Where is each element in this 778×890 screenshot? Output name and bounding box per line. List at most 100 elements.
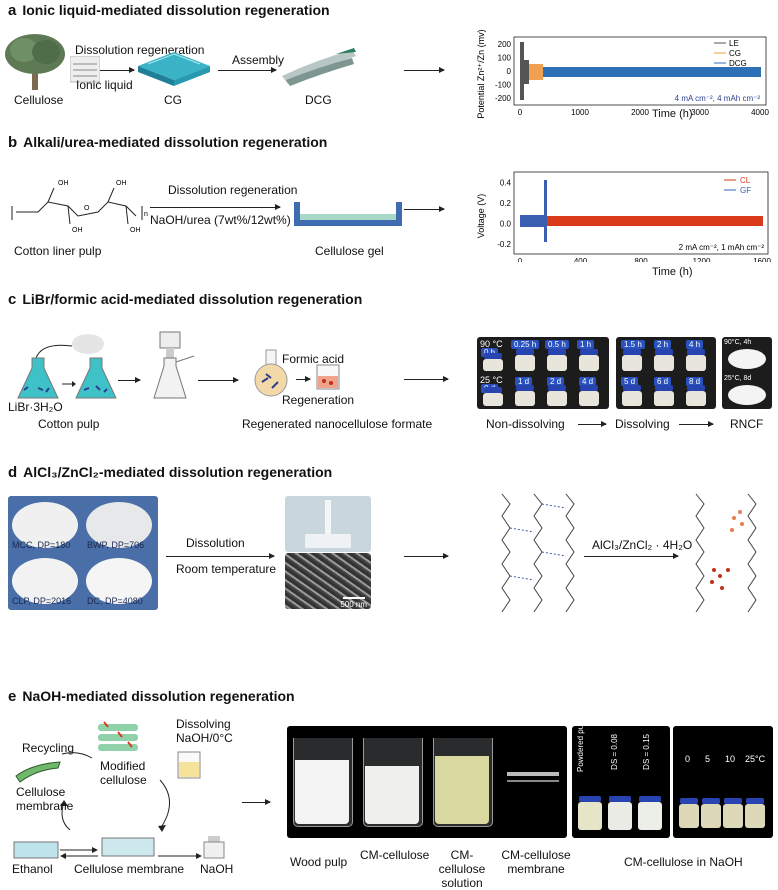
non-dissolving-label: Non-dissolving [486,417,565,431]
x-tick-label: 3000 [691,108,709,117]
cotton-liner-pulp-label: Cotton liner pulp [14,244,102,258]
naoh-label: NaOH [200,862,234,876]
legend-le: LE [729,39,739,48]
beaker-image [316,364,340,390]
y-tick-label: 0.2 [500,199,512,208]
x-tick-label: 2000 [631,108,649,117]
legend-cl: CL [740,176,751,185]
x-tick-label: 4000 [751,108,769,117]
sample-label: DC, DP=4080 [87,596,143,606]
rncf-label: RNCF [730,417,764,431]
arrow [296,376,311,382]
chart-a-ylabel: Potential Zn²⁺/Zn (mv) [476,30,486,119]
svg-text:OH: OH [58,180,69,187]
x-tick-label: 400 [574,257,588,262]
dcg-film-image [282,48,356,86]
cellulose-label: Cellulose [14,93,64,107]
time-tag: 1 h [577,340,595,349]
panel-letter: d [8,464,18,481]
arrow [679,421,714,427]
arrow [100,67,135,73]
cm-cellulose-photo-strip [287,726,567,838]
panel-letter: e [8,688,17,705]
y-tick-label: -0.2 [497,240,511,249]
time-tag: 4 h [686,340,704,349]
scale-bar-label: 500 nm [340,600,367,609]
legend-cg: CG [729,49,741,58]
cellulose-membrane-label: Cellulose membrane [16,785,74,813]
jar-label: DS = 0.08 [610,734,619,770]
ethanol-dish-image [13,841,59,859]
arrow [118,377,141,383]
time-tag: 6 d [654,377,672,386]
svg-text:n: n [144,211,148,218]
cellulose-tree-image [5,34,65,90]
dissolving-label: Dissolving [615,417,670,431]
modified-cellulose-label: Modified cellulose [100,759,147,787]
time-tag: 2 h [654,340,672,349]
x-tick-label: 0 [518,257,523,262]
chart-a-note: 4 mA cm⁻², 4 mAh cm⁻² [675,94,761,103]
time-tag: 1 d [515,377,533,386]
arrow [404,67,445,73]
recycling-label: Recycling [22,741,75,755]
svg-text:OH: OH [116,180,127,187]
naoh-urea-label: NaOH/urea (7wt%/12wt%) [150,213,291,227]
arrow [166,553,275,559]
ethanol-label: Ethanol [12,862,53,876]
formate-label: Regenerated nanocellulose formate [242,417,433,431]
cm-cellulose-membrane-label: CM-cellulose membrane [501,848,571,876]
series-gf [520,215,544,227]
arrow [242,799,271,805]
chart-b-ylabel: Voltage (V) [476,194,486,239]
solution-pouring-photo [285,496,371,552]
time-tag: 2 d [547,377,565,386]
x-tick-label: 0 [518,108,523,117]
cellulose-gel-tray-image [294,202,402,226]
y-tick-label: -100 [495,81,512,90]
ionic-liquid-label: Ionic liquid [76,78,133,92]
series-le [524,60,529,84]
cm-cellulose-solution-label: CM-cellulose solution [438,848,486,890]
cm-cellulose-label: CM-cellulose [360,848,430,862]
series-cl [547,216,763,226]
y-tick-label: -200 [495,94,512,103]
temp-label: 25°C [745,754,766,764]
cellulose-membrane-bottom-label: Cellulose membrane [74,862,185,876]
y-tick-label: 100 [498,53,512,62]
panel-letter: a [8,2,17,19]
formic-acid-label: Formic acid [282,352,345,366]
cellulose-membrane-film-image [15,761,61,783]
temp-90-label: 90 °C [480,339,503,349]
temp-label: 10 [725,754,736,764]
time-tag: 4 d [579,377,597,386]
room-temperature-label: Room temperature [176,562,277,576]
chart-b-note: 2 mA cm⁻², 1 mAh cm⁻² [679,243,765,252]
ds-jars-photo: Powdered pulp DS = 0.08 DS = 0.15 [572,718,670,838]
jar-label: Powdered pulp [576,718,585,772]
chart-b-frame [513,171,769,255]
cellulose-chain-diagram [501,493,575,613]
series-gf [544,180,547,242]
temperature-jars-photo: 0 5 10 25°C [673,726,773,838]
time-tag: 8 d [686,377,704,386]
filtration-apparatus-image [153,331,195,399]
temp-label: 5 [705,754,711,764]
cellulose-gel-label: Cellulose gel [315,244,384,258]
sem-image: 500 nm [285,553,371,609]
legend-gf: GF [740,186,751,195]
rncf-top-caption: 90°C, 4h [724,339,752,346]
arrow [584,553,679,559]
dcg-label: DCG [305,93,332,107]
sample-label: CLP, DP=2016 [12,596,72,606]
regeneration-label: Regeneration [282,393,355,407]
cm-cellulose-in-naoh-label: CM-cellulose in NaOH [624,855,743,869]
jar-label: DS = 0.15 [642,734,651,770]
series-dcg [543,67,761,77]
